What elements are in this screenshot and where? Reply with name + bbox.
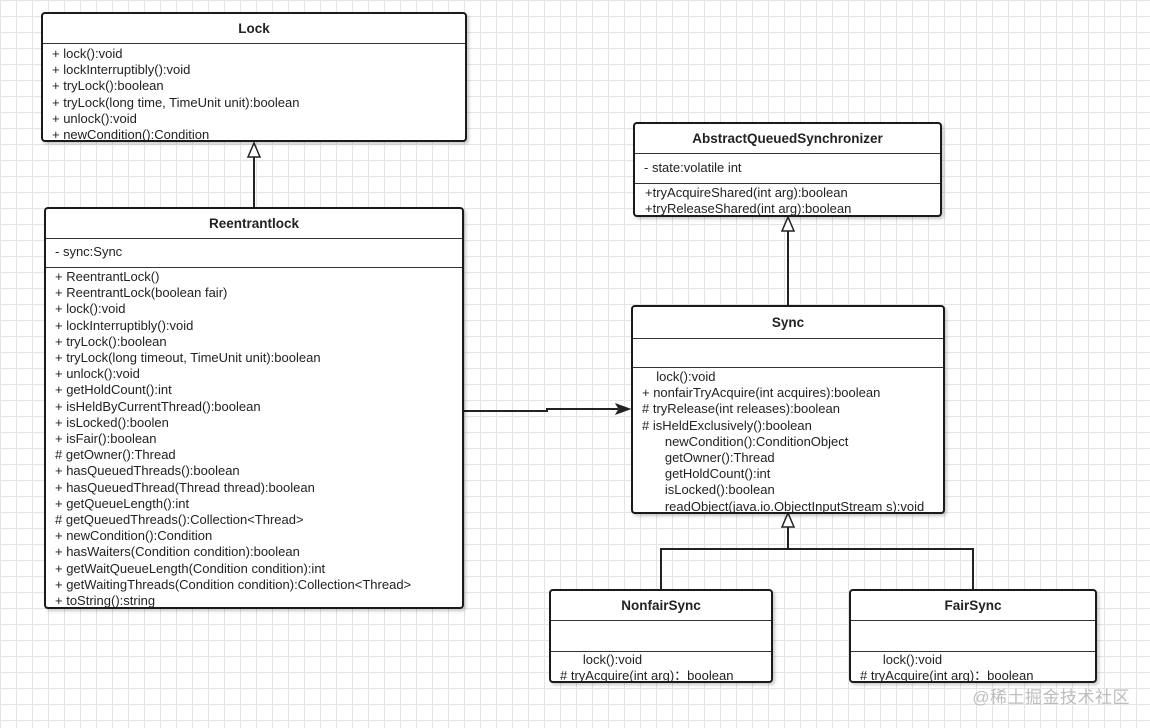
method: # tryRelease(int releases):boolean xyxy=(642,401,840,417)
aqs-methods: +tryAcquireShared(int arg):boolean +tryR… xyxy=(635,184,940,217)
sync-class[interactable]: Sync lock():void + nonfairTryAcquire(int… xyxy=(631,305,945,514)
nonfairsync-class-name: NonfairSync xyxy=(551,591,771,621)
method: + unlock():void xyxy=(52,110,137,126)
sync-methods: lock():void + nonfairTryAcquire(int acqu… xyxy=(633,368,943,515)
nonfairsync-branch-line xyxy=(660,548,788,590)
method: isLocked():boolean xyxy=(654,482,775,498)
method: + tryLock(long timeout, TimeUnit unit):b… xyxy=(55,350,321,366)
method: + lock():void xyxy=(52,46,123,61)
method: + unlock():void xyxy=(55,366,140,382)
method: +tryAcquireShared(int arg):boolean xyxy=(645,185,848,200)
nonfairsync-class[interactable]: NonfairSync lock():void # tryAcquire(int… xyxy=(549,589,773,683)
method: + hasQueuedThread(Thread thread):boolean xyxy=(55,479,315,495)
lock-class[interactable]: Lock + lock():void + lockInterruptibly()… xyxy=(41,12,467,142)
fairsync-class-name: FairSync xyxy=(851,591,1095,621)
method: + nonfairTryAcquire(int acquires):boolea… xyxy=(642,385,881,401)
nonfairsync-methods: lock():void # tryAcquire(int arg)：boolea… xyxy=(551,652,771,684)
aqs-inheritance-arrowhead xyxy=(780,215,796,232)
method: readObject(java.io.ObjectInputStream s):… xyxy=(654,498,925,514)
method: + getWaitingThreads(Condition condition)… xyxy=(55,576,412,592)
method: + tryLock(long time, TimeUnit unit):bool… xyxy=(52,94,300,110)
method: # tryAcquire(int arg)：boolean xyxy=(560,668,734,684)
sync-class-name: Sync xyxy=(633,307,943,339)
method: lock():void xyxy=(572,652,643,667)
reentrantlock-to-sync-line xyxy=(464,408,618,412)
method: newCondition():ConditionObject xyxy=(654,433,849,449)
method: + hasWaiters(Condition condition):boolea… xyxy=(55,544,300,560)
method: + getWaitQueueLength(Condition condition… xyxy=(55,560,326,576)
nonfairsync-fields xyxy=(551,621,771,652)
method: + toString():string xyxy=(55,593,156,609)
method: getOwner():Thread xyxy=(654,450,775,466)
method: + newCondition():Condition xyxy=(55,528,213,544)
method: # isHeldExclusively():boolean xyxy=(642,417,812,433)
method: + tryLock():boolean xyxy=(55,333,167,349)
watermark: @稀土掘金技术社区 xyxy=(972,688,1130,707)
aqs-class-name: AbstractQueuedSynchronizer xyxy=(635,124,940,154)
method: +tryReleaseShared(int arg):boolean xyxy=(645,201,852,217)
fairsync-fields xyxy=(851,621,1095,652)
method: + getQueueLength():int xyxy=(55,495,190,511)
method: + isHeldByCurrentThread():boolean xyxy=(55,398,261,414)
fairsync-branch-line xyxy=(788,548,974,590)
lock-methods: + lock():void + lockInterruptibly():void… xyxy=(43,44,465,143)
method: + lock():void xyxy=(55,301,126,317)
lock-class-name: Lock xyxy=(43,14,465,44)
method: # tryAcquire(int arg)：boolean xyxy=(860,668,1034,684)
field: - state:volatile int xyxy=(644,160,742,175)
sync-inheritance-arrowhead xyxy=(780,511,796,528)
method: + lockInterruptibly():void xyxy=(52,62,191,78)
method: + lockInterruptibly():void xyxy=(55,317,194,333)
aqs-class[interactable]: AbstractQueuedSynchronizer - state:volat… xyxy=(633,122,942,217)
reentrantlock-class[interactable]: Reentrantlock - sync:Sync + ReentrantLoc… xyxy=(44,207,464,609)
method: # getOwner():Thread xyxy=(55,447,176,463)
method: + tryLock():boolean xyxy=(52,78,164,94)
method: + getHoldCount():int xyxy=(55,382,172,398)
method: + isLocked():boolen xyxy=(55,414,169,430)
aqs-fields: - state:volatile int xyxy=(635,154,940,184)
lock-inheritance-arrowhead xyxy=(246,141,262,158)
method: lock():void xyxy=(649,369,716,384)
method: lock():void xyxy=(872,652,943,667)
method: + ReentrantLock(boolean fair) xyxy=(55,285,228,301)
reentrantlock-fields: - sync:Sync xyxy=(46,239,462,268)
reentrantlock-methods: + ReentrantLock() + ReentrantLock(boolea… xyxy=(46,268,462,609)
method: + isFair():boolean xyxy=(55,431,157,447)
fairsync-methods: lock():void # tryAcquire(int arg)：boolea… xyxy=(851,652,1095,684)
method: + newCondition():Condition xyxy=(52,127,210,143)
association-arrowhead xyxy=(614,403,632,415)
method: + hasQueuedThreads():boolean xyxy=(55,463,240,479)
fairsync-class[interactable]: FairSync lock():void # tryAcquire(int ar… xyxy=(849,589,1097,683)
reentrantlock-class-name: Reentrantlock xyxy=(46,209,462,239)
method: getHoldCount():int xyxy=(654,466,771,482)
method: # getQueuedThreads():Collection<Thread> xyxy=(55,512,304,528)
field: - sync:Sync xyxy=(55,244,123,259)
method: + ReentrantLock() xyxy=(55,269,160,284)
sync-fields xyxy=(633,339,943,368)
